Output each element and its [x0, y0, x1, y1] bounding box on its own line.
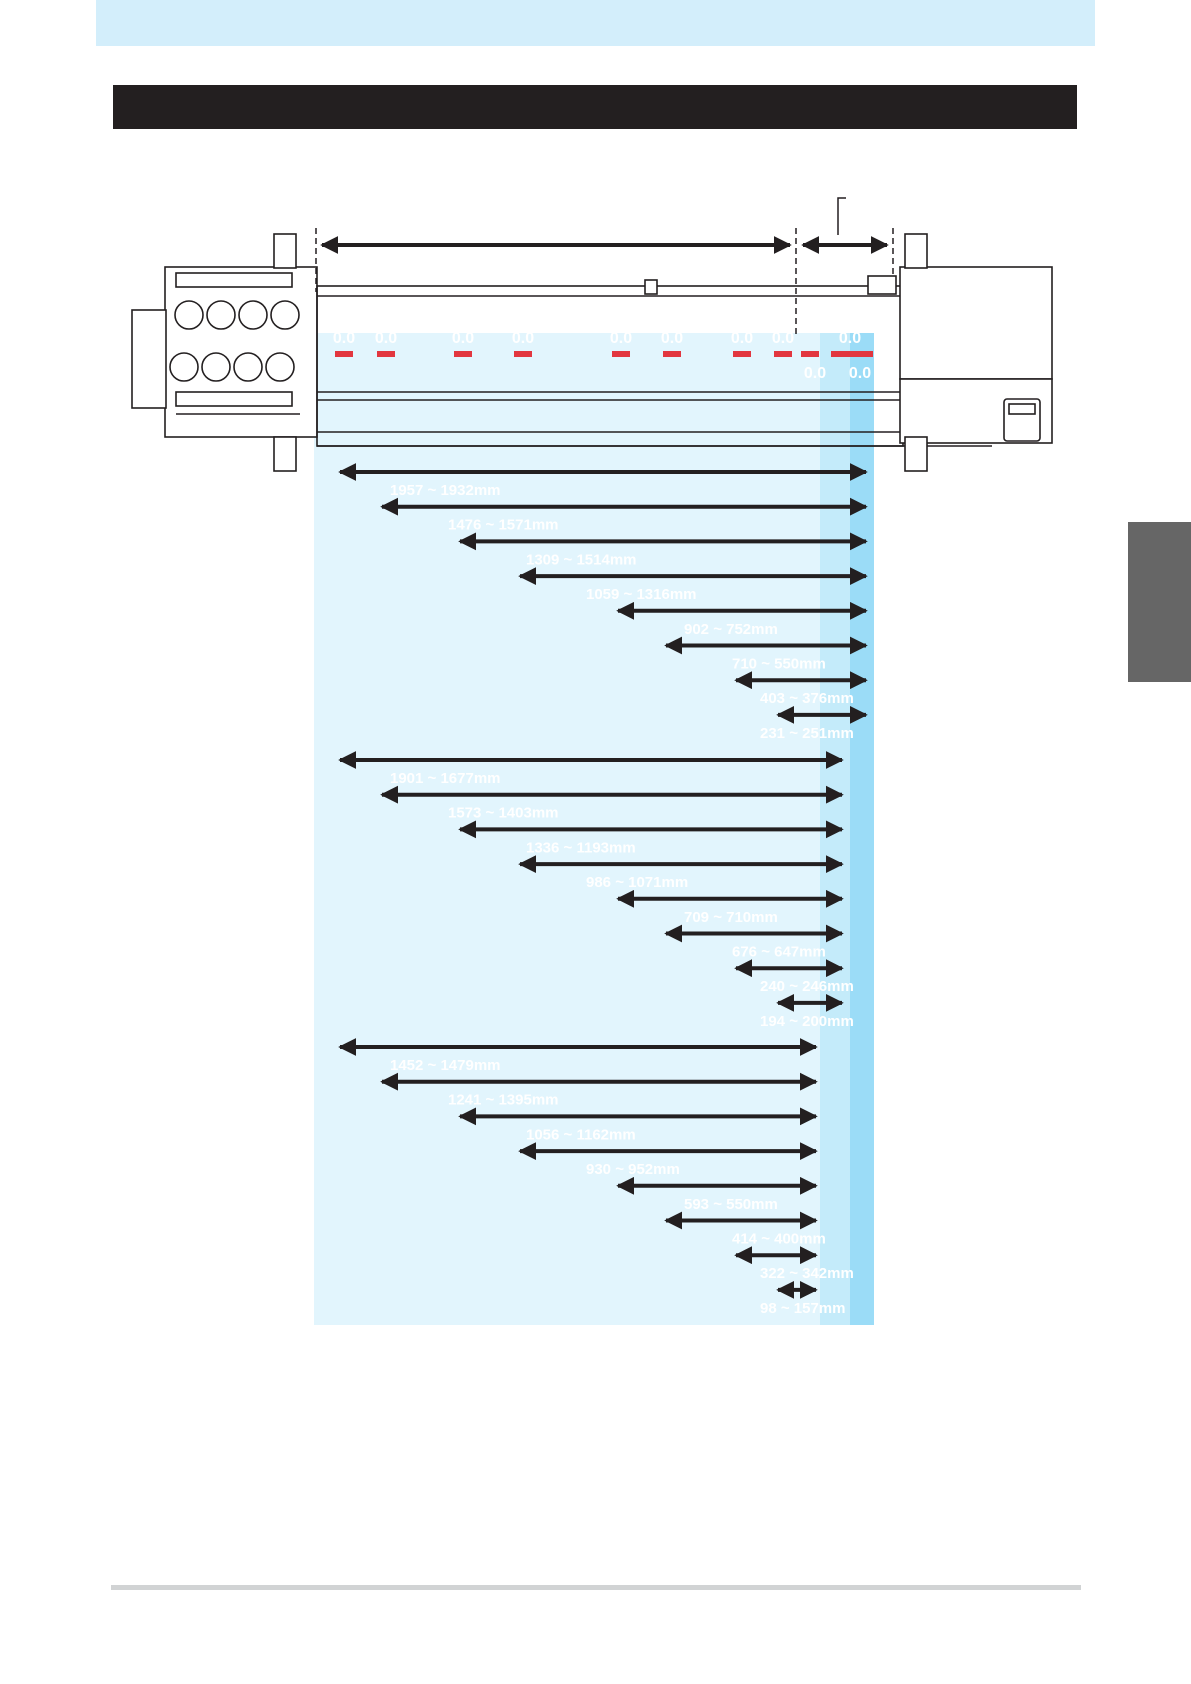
range-label: 240 ~ 246mm	[760, 978, 854, 995]
range-label: 1059 ~ 1316mm	[586, 586, 697, 603]
marker-swatch	[733, 351, 751, 357]
chapter-side-tab[interactable]	[1128, 522, 1191, 682]
range-arrows	[338, 463, 868, 1299]
marker-label: 0.0	[375, 330, 397, 347]
range-label: 902 ~ 752mm	[684, 621, 778, 638]
marker-swatch	[841, 351, 859, 357]
range-label: 1957 ~ 1932mm	[390, 482, 501, 499]
marker-swatch	[774, 351, 792, 357]
marker-swatch	[663, 351, 681, 357]
range-label: 709 ~ 710mm	[684, 909, 778, 926]
range-label: 676 ~ 647mm	[732, 944, 826, 961]
marker-label: 0.0	[452, 330, 474, 347]
marker-label: 0.0	[849, 365, 871, 382]
range-label: 1309 ~ 1514mm	[526, 551, 637, 568]
section-title-bar	[113, 85, 1077, 129]
range-label: 593 ~ 550mm	[684, 1196, 778, 1213]
range-label: 986 ~ 1071mm	[586, 874, 688, 891]
marker-label: 0.0	[804, 365, 826, 382]
marker-swatch	[831, 351, 849, 357]
footer-rule	[111, 1585, 1081, 1590]
marker-label: 0.0	[661, 330, 683, 347]
marker-swatch	[801, 351, 819, 357]
marker-swatch	[855, 351, 873, 357]
range-label: 194 ~ 200mm	[760, 1013, 854, 1030]
marker-label: 0.0	[512, 330, 534, 347]
header-band	[96, 0, 1095, 46]
range-label: 1452 ~ 1479mm	[390, 1057, 501, 1074]
marker-label: 0.0	[839, 330, 861, 347]
range-label: 1573 ~ 1403mm	[448, 805, 559, 822]
range-label: 1336 ~ 1193mm	[526, 839, 636, 856]
range-label: 710 ~ 550mm	[732, 656, 826, 673]
marker-swatch	[454, 351, 472, 357]
range-label: 403 ~ 376mm	[760, 690, 854, 707]
marker-label: 0.0	[731, 330, 753, 347]
range-labels: 1957 ~ 1932mm 1476 ~ 1571mm 1309 ~ 1514mm 1…	[390, 482, 854, 1317]
marker-swatch	[514, 351, 532, 357]
marker-label: 0.0	[333, 330, 355, 347]
range-label: 1476 ~ 1571mm	[448, 517, 559, 534]
marker-label: 0.0	[610, 330, 632, 347]
marker-label: 0.0	[772, 330, 794, 347]
range-label: 1901 ~ 1677mm	[390, 770, 501, 787]
top-dimension	[315, 197, 894, 336]
nozzle-markers: 0.0 0.0 0.0 0.0 0.0 0.0 0.0 0.0 0.0 0.0 0.0	[333, 330, 873, 382]
marker-swatch	[377, 351, 395, 357]
range-label: 414 ~ 400mm	[732, 1231, 826, 1248]
range-label: 1241 ~ 1395mm	[448, 1092, 559, 1109]
marker-swatch	[612, 351, 630, 357]
marker-swatch	[335, 351, 353, 357]
range-label: 98 ~ 157mm	[760, 1300, 845, 1317]
printer-body	[131, 233, 1053, 472]
range-label: 322 ~ 342mm	[760, 1265, 854, 1282]
range-label: 231 ~ 251mm	[760, 725, 854, 742]
range-label: 930 ~ 952mm	[586, 1161, 680, 1178]
range-label: 1056 ~ 1162mm	[526, 1126, 636, 1143]
